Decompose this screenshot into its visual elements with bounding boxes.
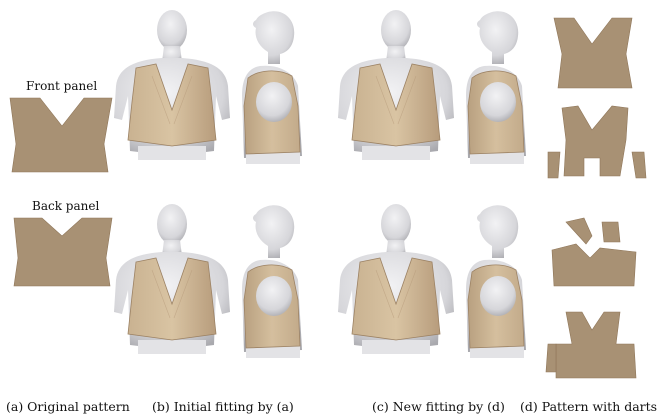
back-panel-pattern: [14, 218, 112, 286]
back-panel-label: Back panel: [32, 199, 99, 213]
dart-pattern-front-1: [554, 18, 632, 88]
caption-a: (a) Original pattern: [6, 399, 130, 414]
caption-b: (b) Initial fitting by (a): [152, 399, 294, 414]
dart-pattern-front-2: [548, 106, 646, 178]
dart-pattern-back-1: [552, 218, 636, 286]
caption-c: (c) New fitting by (d): [372, 399, 505, 414]
front-panel-label: Front panel: [26, 79, 97, 93]
caption-d: (d) Pattern with darts: [520, 399, 657, 414]
front-panel-pattern: [10, 98, 112, 172]
dart-pattern-back-2: [546, 312, 636, 378]
